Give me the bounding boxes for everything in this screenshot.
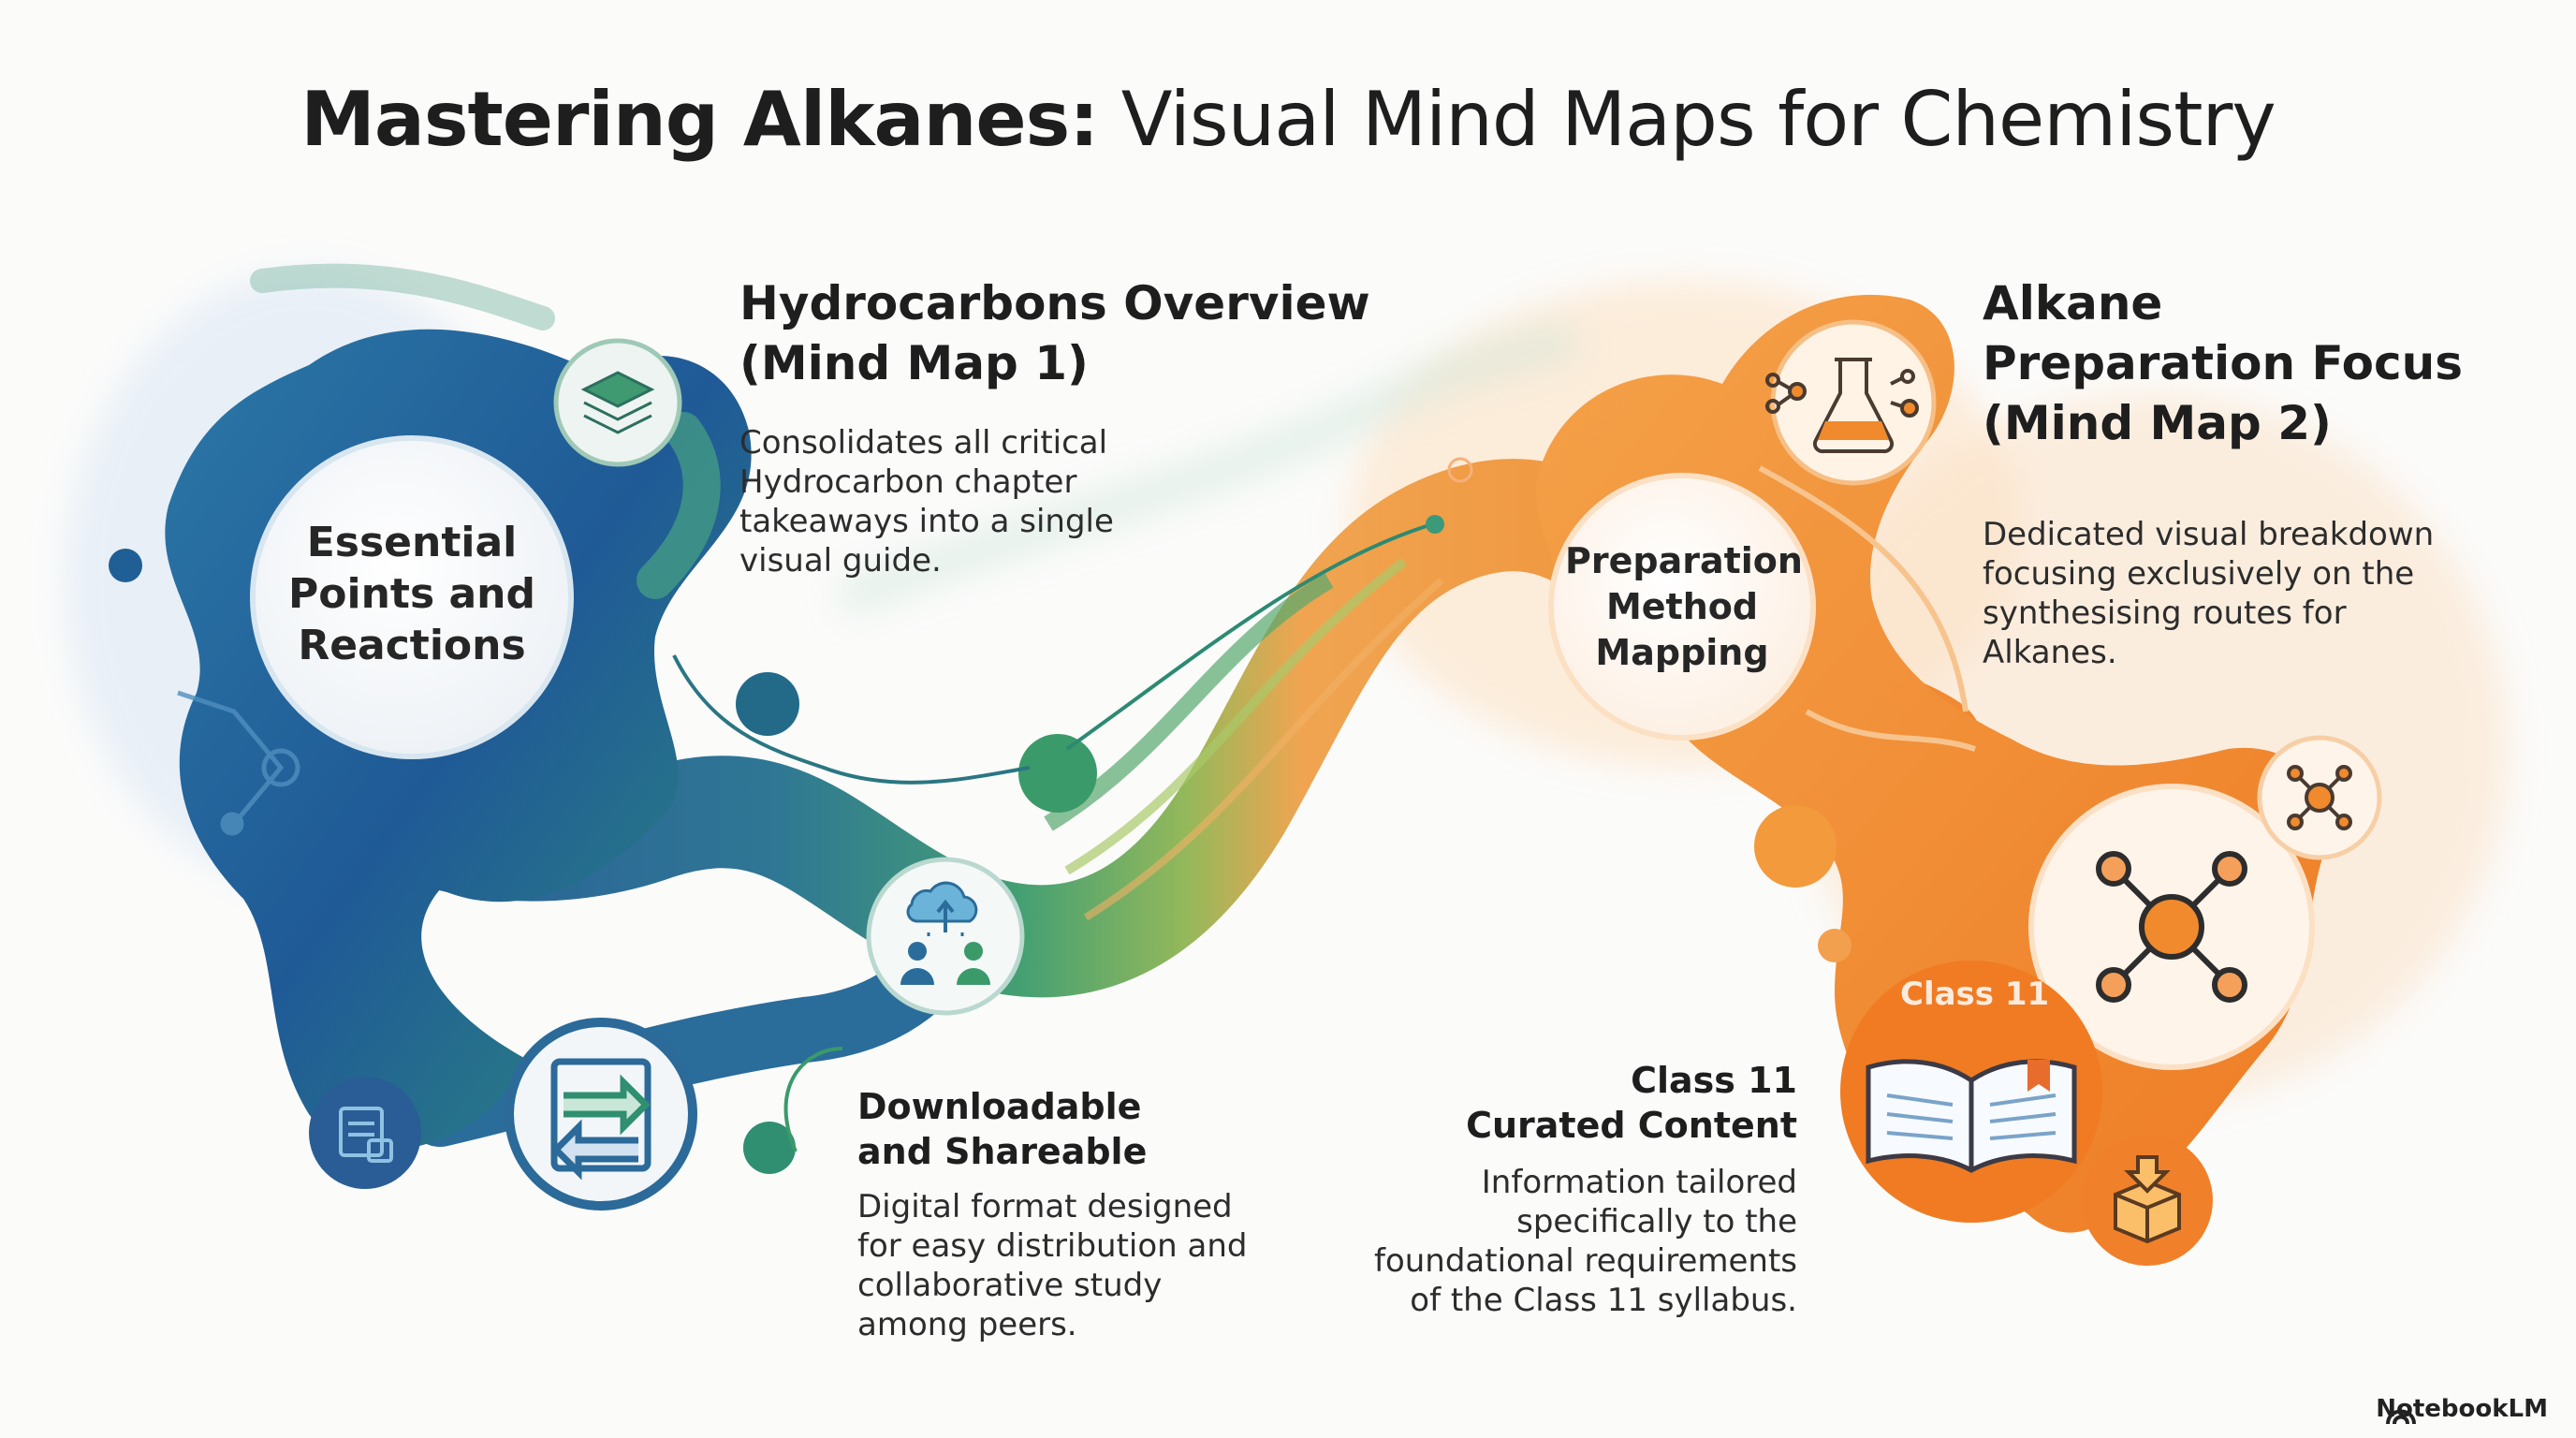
class11-badge: Class 11 — [1900, 976, 2050, 1013]
device-icon — [339, 1107, 393, 1163]
molecule-icon — [2096, 851, 2247, 1003]
book-icon — [1866, 1059, 2077, 1173]
flask-molecule-icon — [1765, 358, 1919, 454]
notebooklm-brand: NotebookLM — [2376, 1395, 2548, 1423]
essential-points-label: Essential Points and Reactions — [288, 519, 535, 669]
transfer-arrows-icon — [550, 1058, 651, 1181]
alkane-prep-heading: Alkane Preparation Focus (Mind Map 2) — [1983, 276, 2464, 450]
class11-heading: Class 11 Curated Content — [1466, 1060, 1797, 1146]
class11-description: Information tailored specifically to the… — [1373, 1164, 1797, 1319]
downloadable-heading: Downloadable and Shareable — [857, 1086, 1148, 1172]
page-title: Mastering Alkanes: Visual Mind Maps for … — [300, 76, 2276, 163]
cloud-share-people-icon — [900, 881, 990, 985]
downloadable-description: Digital format designed for easy distrib… — [857, 1188, 1248, 1343]
preparation-method-label: Preparation Method Mapping — [1565, 540, 1803, 673]
hydrocarbons-description: Consolidates all critical Hydrocarbon ch… — [739, 424, 1114, 580]
download-box-icon — [2114, 1155, 2181, 1244]
notebooklm-logo-icon — [2386, 1409, 2416, 1425]
hydrocarbons-heading: Hydrocarbons Overview (Mind Map 1) — [739, 276, 1370, 390]
alkane-prep-description: Dedicated visual breakdown focusing excl… — [1983, 516, 2435, 671]
layers-icon — [580, 371, 655, 434]
